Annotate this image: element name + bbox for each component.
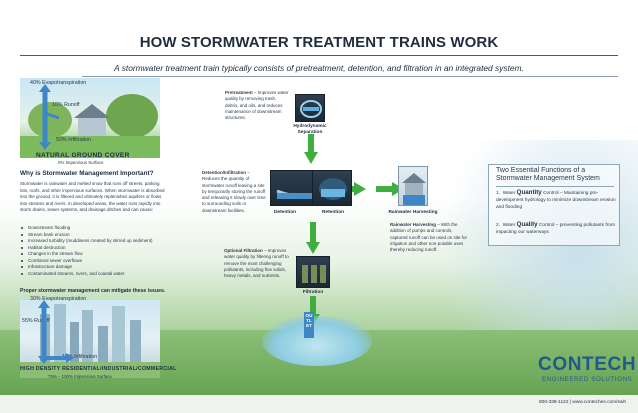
function-item-text: Control – preventing pollutants from imp… xyxy=(496,223,615,235)
why-bullet: Infrastructure damage xyxy=(20,264,170,271)
why-heading: Why is Stormwater Management Important? xyxy=(20,170,154,177)
why-proper-statement: Proper stormwater management can mitigat… xyxy=(20,288,166,294)
function-item-prefix: Water xyxy=(502,191,517,196)
harvesting-title: Rainwater Harvesting xyxy=(390,222,437,227)
detention-title: Detention/Infiltration xyxy=(202,170,246,175)
natural-infiltration-label: 50% Infiltration xyxy=(56,137,92,143)
hydrodynamic-separation-pictogram xyxy=(295,94,325,122)
urban-cover-image xyxy=(20,300,160,378)
pretreatment-title: Pretreatment xyxy=(225,90,253,95)
natural-caption: NATURAL GROUND COVER xyxy=(36,152,130,159)
function-item-text: Control – Maintaining pre-development hy… xyxy=(496,191,616,210)
arrow-to-detention xyxy=(304,134,318,164)
detention-callout: Detention/Infiltration – Reduces the qua… xyxy=(202,170,266,214)
natural-flow-arrows xyxy=(39,84,60,150)
natural-runoff-label: 10% Runoff xyxy=(52,102,80,108)
footer-contact: 800-338-1122 | www.conteches.com/swh xyxy=(538,400,626,405)
contech-logo: CONTECH xyxy=(538,354,637,375)
harvesting-text: – With the addition of pumps and control… xyxy=(390,222,467,253)
urban-caption: HIGH DENSITY RESIDENTIAL/INDUSTRIAL/COMM… xyxy=(20,366,177,372)
function-item-keyword: Quality xyxy=(516,221,538,228)
why-bullet: Combined sewer overflows xyxy=(20,258,170,265)
urban-evapo-label: 30% Evapotranspiration xyxy=(30,296,87,302)
hydrodynamic-label: Hydrodynamic Separation xyxy=(293,124,327,135)
detention-text: – Reduces the quantity of stormwater run… xyxy=(202,170,266,213)
retention-label: Retention xyxy=(321,210,345,215)
why-bullet: Contaminated streams, rivers, and coasta… xyxy=(20,271,170,278)
page-title: HOW STORMWATER TREATMENT TRAINS WORK xyxy=(139,34,499,51)
retention-pictogram xyxy=(312,170,352,206)
urban-flow-arrows xyxy=(38,300,74,364)
footer-bar xyxy=(0,395,638,413)
function-item-quality: 2. Water Quality Control – preventing po… xyxy=(496,221,616,237)
functions-title: Two Essential Functions of a Stormwater … xyxy=(496,167,600,183)
rainwater-harvesting-pictogram xyxy=(398,166,428,206)
why-bullet-list: Downstream flooding Stream bank erosion … xyxy=(20,225,170,277)
why-bullet: Increased turbidity (muddiness created b… xyxy=(20,238,170,245)
function-item-number: 2. xyxy=(496,223,501,228)
title-rule-top xyxy=(20,55,618,56)
natural-evapo-label: 40% Evapotranspiration xyxy=(30,80,87,86)
page-subtitle: A stormwater treatment train typically c… xyxy=(114,63,524,73)
filtration-label: Filtration xyxy=(302,290,324,295)
urban-sub-caption: 75% – 100% Impervious Surface xyxy=(48,374,112,379)
why-bullet: Downstream flooding xyxy=(20,225,170,232)
why-bullet: Habitat destruction xyxy=(20,245,170,252)
contech-logo-subtitle: ENGINEERED SOLUTIONS xyxy=(542,376,633,383)
function-item-quantity: 1. Water Quantity Control – Maintaining … xyxy=(496,189,616,211)
why-body: Stormwater is rainwater and melted snow … xyxy=(20,181,165,213)
function-item-keyword: Quantity xyxy=(516,189,542,196)
function-item-prefix: Water xyxy=(502,223,517,228)
filtration-pictogram xyxy=(296,256,330,288)
outlet-water-scene xyxy=(262,316,372,366)
detention-label: Detention xyxy=(273,210,297,215)
filtration-text: – Improves water quality by filtering ru… xyxy=(224,248,289,279)
function-item-number: 1. xyxy=(496,191,501,196)
outlet-pipe xyxy=(304,312,314,338)
urban-runoff-label: 55% Runoff xyxy=(22,318,50,324)
functions-rule xyxy=(496,186,614,187)
harvesting-label: Rainwater Harvesting xyxy=(388,210,438,215)
outlet-label: OUTLET xyxy=(305,313,313,328)
subtitle-rule xyxy=(82,76,618,77)
pretreatment-text: – Improves water quality by removing tra… xyxy=(225,90,289,121)
urban-infiltration-label: 15% Infiltration xyxy=(62,354,98,360)
natural-sub-caption: 0% Impervious Surface xyxy=(58,160,104,165)
harvesting-callout: Rainwater Harvesting – With the addition… xyxy=(390,222,468,253)
arrow-to-filtration xyxy=(306,222,320,254)
filtration-title: Optional Filtration xyxy=(224,248,263,253)
why-bullet: Changes in the stream flow xyxy=(20,251,170,258)
pretreatment-callout: Pretreatment – Improves water quality by… xyxy=(225,90,291,121)
filtration-callout: Optional Filtration – Improves water qua… xyxy=(224,248,290,279)
why-bullet: Stream bank erosion xyxy=(20,232,170,239)
functions-box xyxy=(488,164,620,246)
